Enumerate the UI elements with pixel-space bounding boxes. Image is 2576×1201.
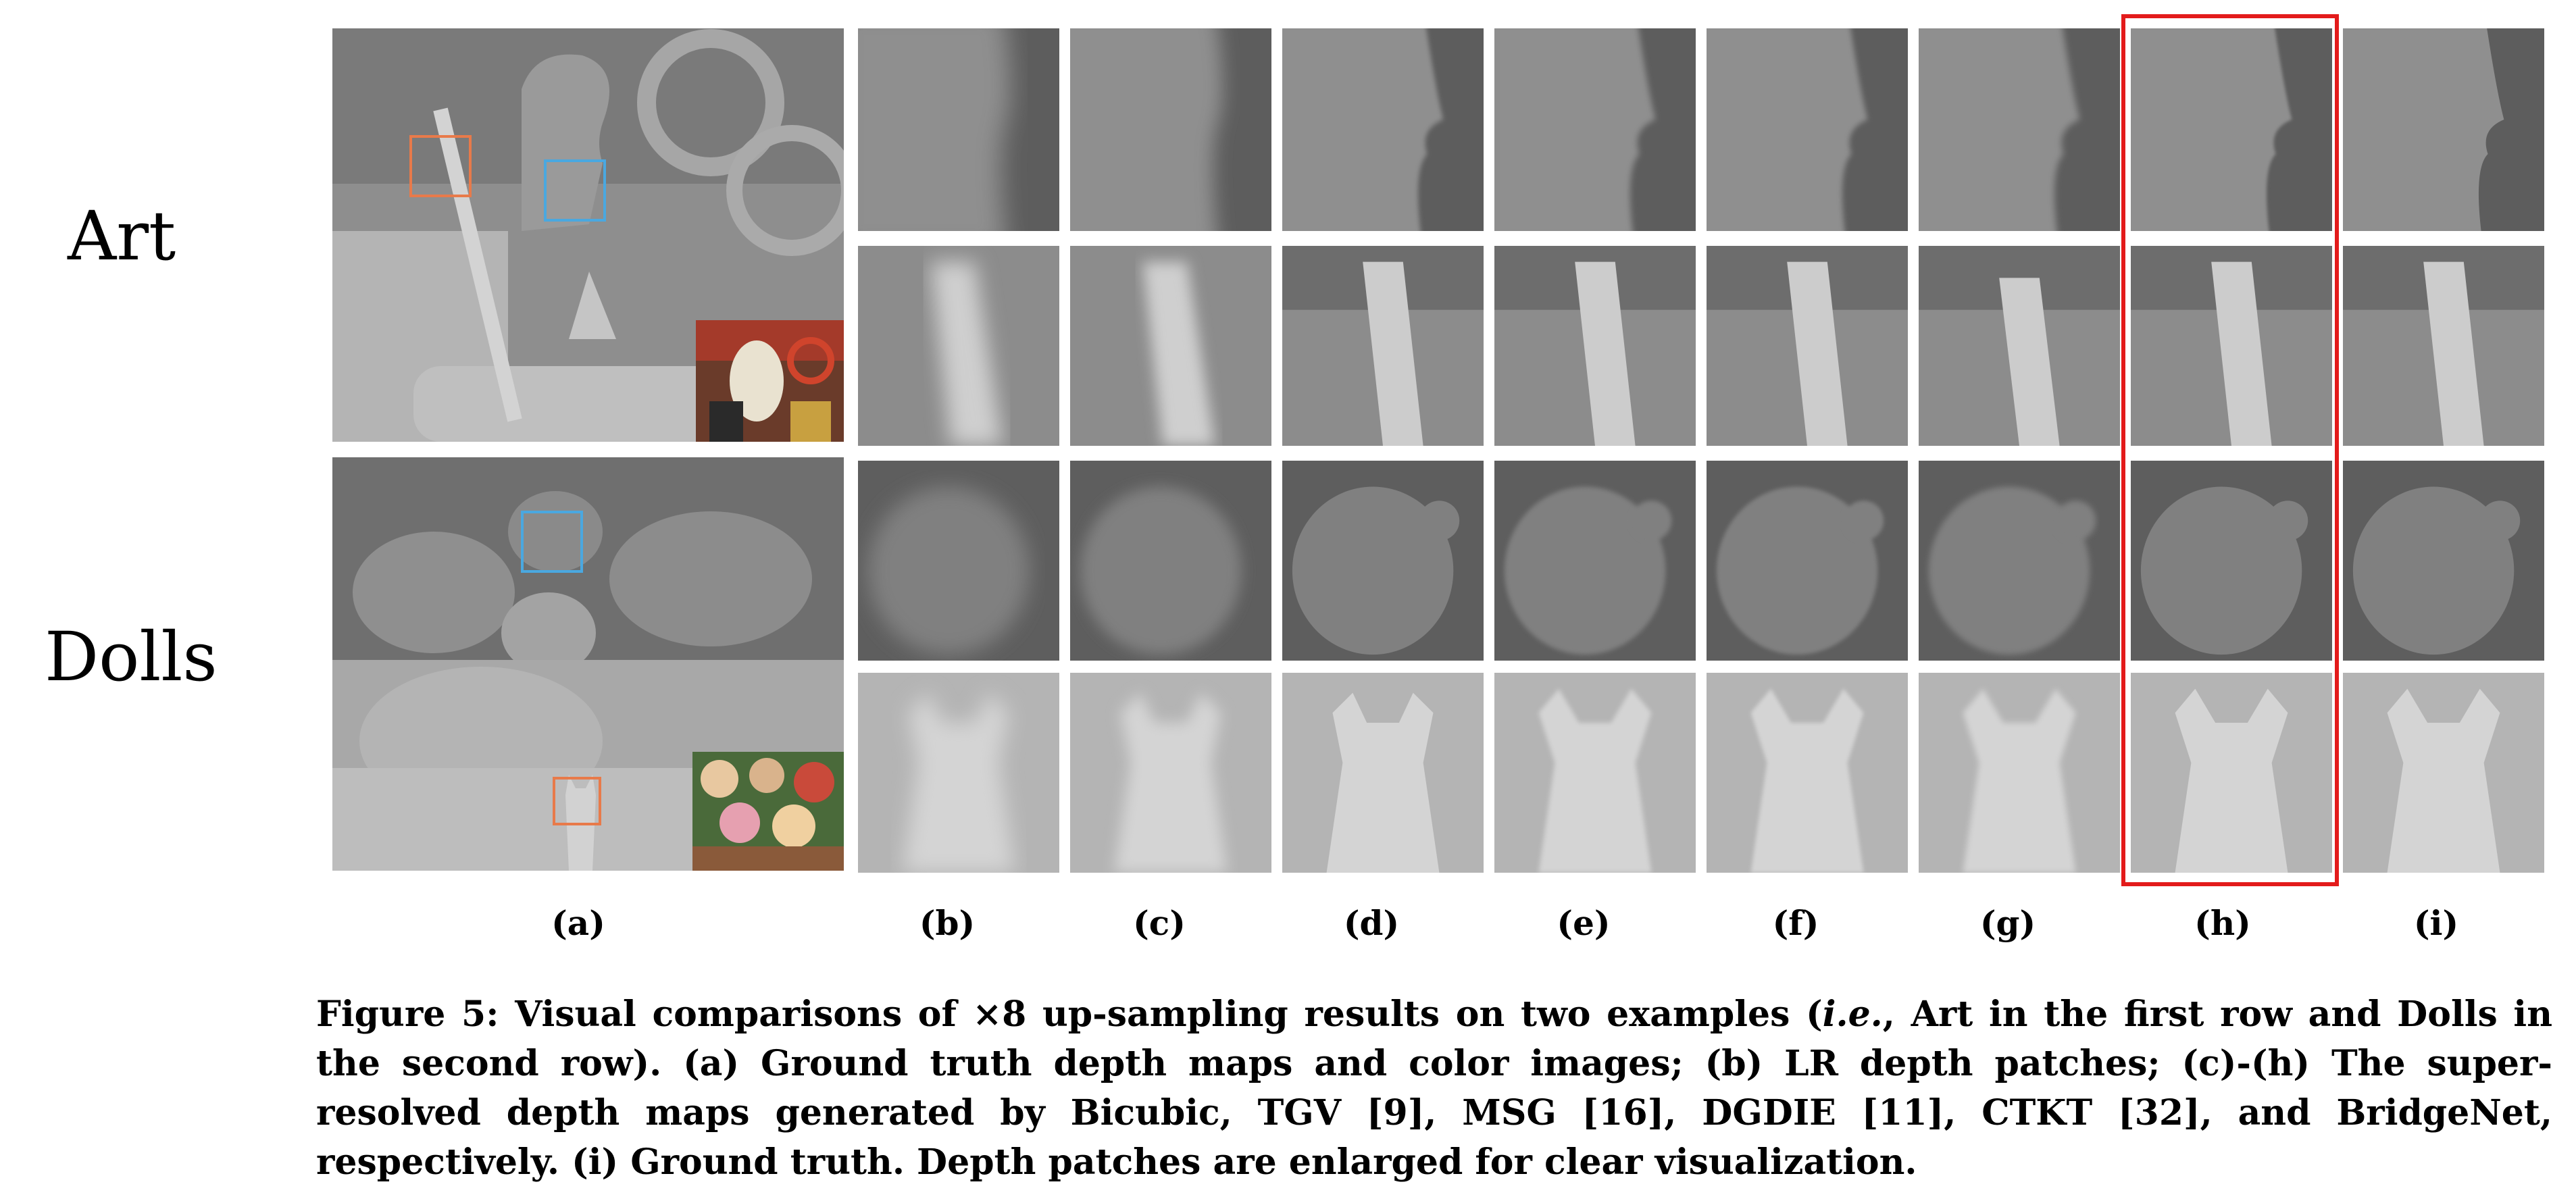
art-roi-blue [544, 159, 606, 222]
patch-dolls-head-b [858, 461, 1059, 661]
dolls-color-inset [692, 752, 844, 871]
patch-dolls-figure-e [1494, 673, 1696, 873]
patch-art-face-g [1919, 28, 2120, 231]
art-color-inset [696, 320, 844, 442]
patch-dolls-head-i [2343, 461, 2544, 661]
patch-dolls-figure-h [2131, 673, 2332, 873]
col-label-b: (b) [919, 903, 976, 943]
caption-ie: i.e. [1822, 994, 1883, 1035]
patch-art-face-f [1707, 28, 1908, 231]
patch-dolls-figure-d [1282, 673, 1484, 873]
patch-art-stick-i [2343, 246, 2544, 446]
patch-art-stick-d [1282, 246, 1484, 446]
col-label-f: (f) [1772, 903, 1819, 943]
caption-prefix: Figure 5: Visual comparisons of ×8 up-sa… [316, 994, 1823, 1035]
row-label-dolls: Dolls [45, 617, 218, 696]
patch-dolls-figure-g [1919, 673, 2120, 873]
patch-dolls-figure-i [2343, 673, 2544, 873]
patch-dolls-head-e [1494, 461, 1696, 661]
patch-dolls-head-f [1707, 461, 1908, 661]
patch-art-stick-b [858, 246, 1059, 446]
art-roi-orange [409, 135, 472, 197]
dolls-roi-orange [553, 777, 601, 825]
dolls-depth-map [332, 457, 844, 871]
patch-dolls-head-h [2131, 461, 2332, 661]
figure-caption: Figure 5: Visual comparisons of ×8 up-sa… [316, 990, 2552, 1187]
patch-dolls-head-c [1070, 461, 1271, 661]
highlight-box-h [2121, 14, 2339, 886]
dolls-roi-blue [521, 511, 583, 573]
row-label-art: Art [68, 197, 176, 276]
patch-dolls-figure-b [858, 673, 1059, 873]
col-label-e: (e) [1557, 903, 1611, 943]
col-label-i: (i) [2413, 903, 2459, 943]
patch-dolls-head-g [1919, 461, 2120, 661]
patch-art-face-c [1070, 28, 1271, 231]
patch-art-stick-c [1070, 246, 1271, 446]
patch-art-stick-e [1494, 246, 1696, 446]
col-label-c: (c) [1133, 903, 1186, 943]
patch-art-face-d [1282, 28, 1484, 231]
patch-dolls-head-d [1282, 461, 1484, 661]
caption-rest: , Art in the first row and Dolls in the … [316, 994, 2552, 1183]
col-label-a: (a) [551, 903, 605, 943]
patch-art-face-b [858, 28, 1059, 231]
patch-art-stick-f [1707, 246, 1908, 446]
patch-art-stick-h [2131, 246, 2332, 446]
col-label-d: (d) [1343, 903, 1400, 943]
patch-dolls-figure-f [1707, 673, 1908, 873]
patch-art-stick-g [1919, 246, 2120, 446]
patch-art-face-e [1494, 28, 1696, 231]
col-label-h: (h) [2194, 903, 2251, 943]
col-label-g: (g) [1979, 903, 2036, 943]
patch-art-face-h [2131, 28, 2332, 231]
patch-dolls-figure-c [1070, 673, 1271, 873]
patch-art-face-i [2343, 28, 2544, 231]
